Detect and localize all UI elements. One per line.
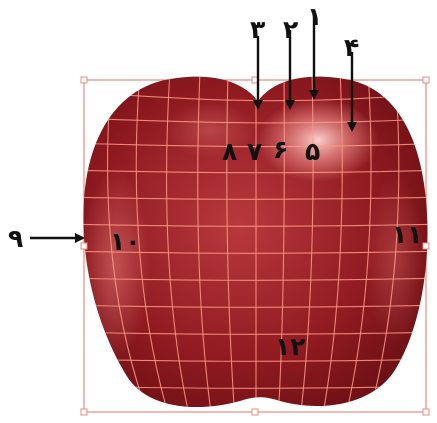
label-point-8: ٨ bbox=[222, 137, 237, 166]
label-point-5: ۵ bbox=[305, 137, 320, 166]
label-point-12: ١٢ bbox=[275, 332, 306, 361]
label-point-9: ٩ bbox=[8, 224, 23, 253]
label-point-2: ٢ bbox=[283, 15, 298, 44]
label-point-1: ١ bbox=[307, 2, 322, 31]
label-point-11: ١١ bbox=[392, 220, 423, 249]
label-point-10: ١٠ bbox=[110, 227, 141, 256]
top-left-highlight bbox=[165, 102, 255, 158]
label-point-4: ۴ bbox=[344, 33, 359, 62]
label-point-6: ۶ bbox=[273, 135, 288, 164]
label-point-7: ٧ bbox=[247, 137, 262, 166]
label-point-3: ٣ bbox=[250, 15, 265, 44]
